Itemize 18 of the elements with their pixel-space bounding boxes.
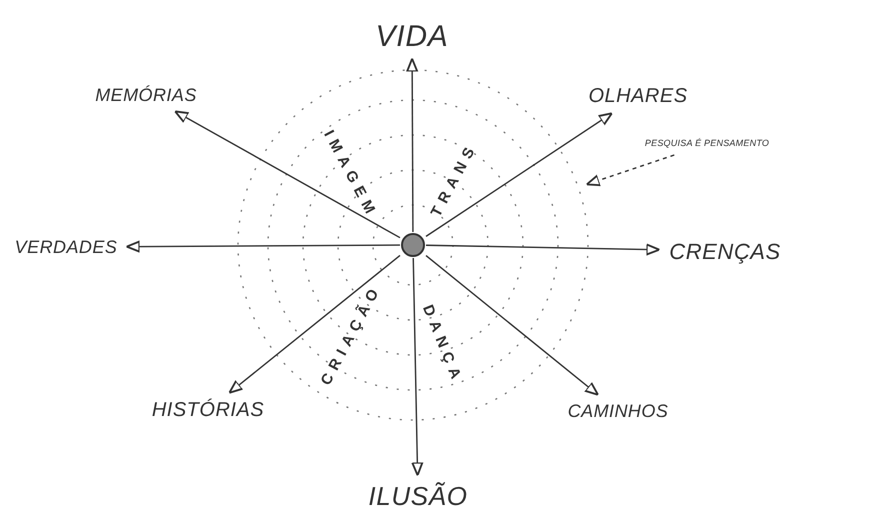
arrow — [426, 244, 660, 256]
arrow — [228, 254, 400, 394]
arrow — [406, 58, 418, 232]
direction-word: HISTÓRIAS — [152, 398, 264, 423]
direction-word: ILUSÃO — [368, 480, 468, 512]
direction-word: VIDA — [375, 18, 449, 54]
direction-word: VERDADES — [14, 236, 118, 258]
direction-word: OLHARES — [588, 84, 688, 109]
arrow — [174, 110, 400, 238]
arrow — [126, 240, 400, 253]
direction-word: MEMÓRIAS — [95, 84, 197, 106]
leader-arrow — [586, 154, 674, 186]
direction-word: CRENÇAS — [669, 238, 781, 266]
annotation-text: PESQUISA É PENSAMENTO — [644, 137, 770, 150]
direction-word: CAMINHOS — [568, 400, 668, 422]
arrow — [426, 112, 613, 237]
arrow — [426, 254, 599, 396]
arrow — [411, 258, 424, 476]
